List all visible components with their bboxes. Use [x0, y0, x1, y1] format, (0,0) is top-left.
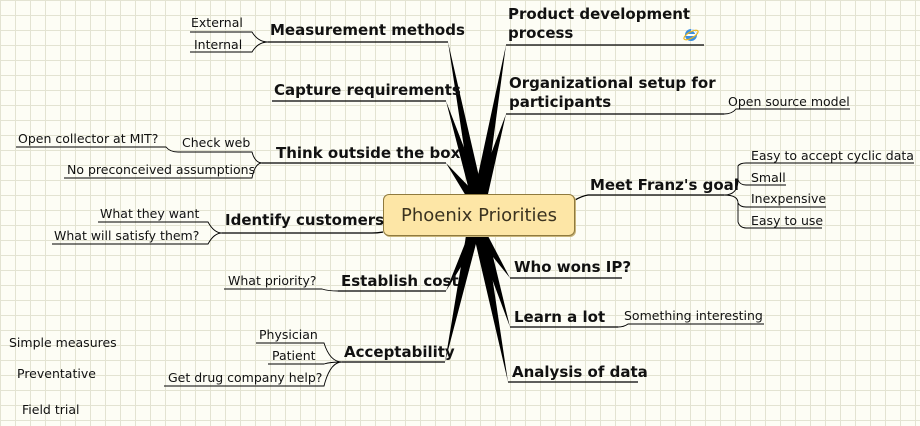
topic-capture-requirements[interactable]: Capture requirements [274, 81, 461, 99]
topic-measurement-methods[interactable]: Measurement methods [270, 21, 465, 39]
topic-who-wons-ip[interactable]: Who wons IP? [514, 258, 632, 276]
floating-topic-field-trial[interactable]: Field trial [22, 402, 80, 417]
underline-identify [222, 231, 384, 234]
subtopic-easy-to-use[interactable]: Easy to use [751, 213, 824, 228]
subtopic-no-preconceived-assumptions[interactable]: No preconceived assumptions [67, 162, 256, 177]
spoke-acceptability [445, 236, 478, 362]
central-topic[interactable]: Phoenix Priorities [383, 194, 575, 236]
subtopic-inexpensive[interactable]: Inexpensive [751, 191, 827, 206]
subtopic-open-source-model[interactable]: Open source model [728, 94, 850, 109]
subtopic-what-priority[interactable]: What priority? [228, 273, 317, 288]
floating-topic-simple-measures[interactable]: Simple measures [9, 335, 117, 350]
spoke-establish [446, 236, 480, 291]
subtopic-something-interesting[interactable]: Something interesting [624, 308, 763, 323]
spoke-product [474, 45, 506, 194]
subtopic-physician[interactable]: Physician [259, 327, 318, 342]
spoke-think [446, 163, 478, 196]
subtopic-open-collector-at-mit[interactable]: Open collector at MIT? [18, 131, 159, 146]
spoke-capture [446, 101, 482, 194]
spoke-analysis [474, 236, 508, 382]
subtopic-what-they-want[interactable]: What they want [100, 206, 200, 221]
subtopic-get-drug-company-help[interactable]: Get drug company help? [168, 370, 323, 385]
topic-organizational-setup-line1[interactable]: Organizational setup for [509, 74, 716, 92]
central-topic-label: Phoenix Priorities [401, 204, 557, 226]
topic-learn-a-lot[interactable]: Learn a lot [514, 308, 606, 326]
topic-product-development-line2[interactable]: process [508, 24, 574, 42]
subtopic-patient[interactable]: Patient [272, 348, 316, 363]
subtopic-check-web[interactable]: Check web [182, 135, 251, 150]
subtopic-easy-to-accept-cyclic-data[interactable]: Easy to accept cyclic data [751, 148, 914, 163]
floating-topic-preventative[interactable]: Preventative [17, 366, 96, 381]
topic-analysis-of-data[interactable]: Analysis of data [512, 363, 648, 381]
topic-acceptability[interactable]: Acceptability [344, 343, 455, 361]
topic-product-development-line1[interactable]: Product development [508, 5, 691, 23]
subtopic-internal[interactable]: Internal [194, 37, 243, 52]
topic-identify-customers[interactable]: Identify customers [225, 211, 385, 229]
topic-organizational-setup-line2[interactable]: participants [509, 93, 612, 111]
internet-explorer-icon[interactable] [683, 27, 699, 43]
spoke-measurement [448, 42, 483, 194]
subtopic-what-will-satisfy-them[interactable]: What will satisfy them? [54, 228, 200, 243]
connector-meet [574, 194, 724, 201]
topic-establish-cost[interactable]: Establish cost [341, 272, 459, 290]
spoke-org [476, 114, 506, 194]
subtopic-small[interactable]: Small [751, 170, 786, 185]
topic-meet-franzs-goal[interactable]: Meet Franz's goal [590, 176, 739, 194]
subtopic-external[interactable]: External [191, 15, 243, 30]
topic-think-outside-the-box[interactable]: Think outside the box [276, 144, 461, 162]
